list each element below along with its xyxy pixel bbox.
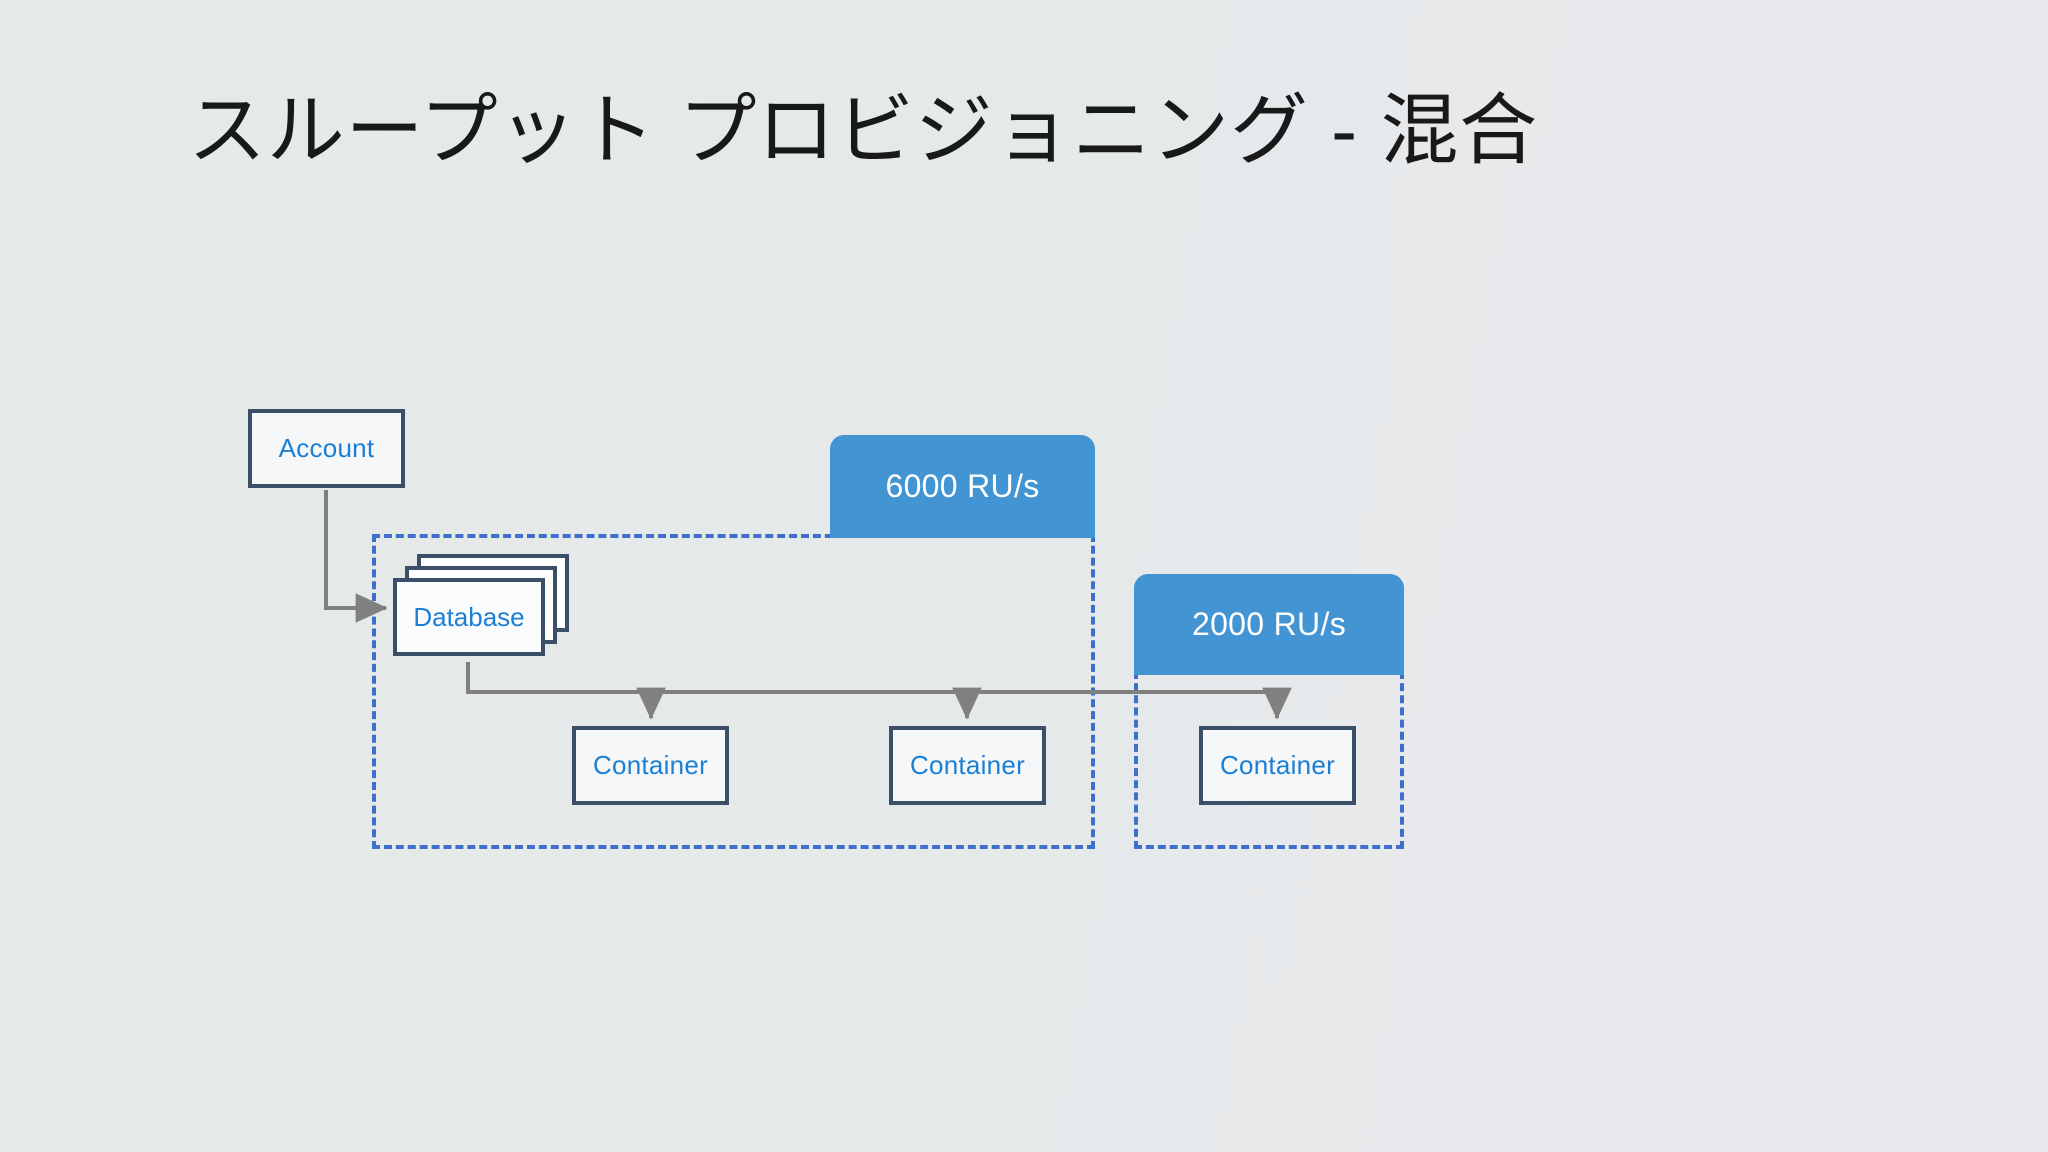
node-container-2[interactable]: Container xyxy=(889,726,1046,805)
node-container-3[interactable]: Container xyxy=(1199,726,1356,805)
throughput-badge-container[interactable]: 2000 RU/s xyxy=(1134,574,1404,675)
node-account[interactable]: Account xyxy=(248,409,405,488)
throughput-badge-database[interactable]: 6000 RU/s xyxy=(830,435,1095,538)
database-stack-sheet-front: Database xyxy=(393,578,545,656)
node-database[interactable]: Database xyxy=(393,554,573,662)
page-title: スループット プロビジョニング - 混合 xyxy=(188,86,1538,175)
node-container-1[interactable]: Container xyxy=(572,726,729,805)
